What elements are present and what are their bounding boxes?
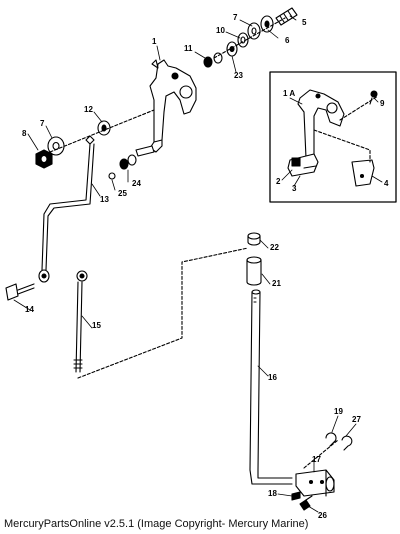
- rod-15: [73, 270, 88, 373]
- inset-frame: [269, 71, 397, 203]
- coupler-17: [295, 469, 335, 497]
- callout-1a: 1 A: [283, 89, 296, 98]
- assembly-axis-left: [49, 109, 155, 153]
- plate-4-inset: [351, 159, 375, 187]
- bolt-18: [291, 491, 301, 501]
- washer-6: [260, 15, 274, 33]
- washer-23: [226, 41, 238, 57]
- callout-7-left: 7: [40, 119, 45, 128]
- clip-27: [341, 435, 353, 451]
- callout-4: 4: [384, 179, 389, 188]
- callout-3: 3: [292, 184, 297, 193]
- callout-15: 15: [92, 321, 101, 330]
- callout-6: 6: [285, 36, 290, 45]
- callout-26: 26: [318, 511, 327, 520]
- callout-17: 17: [312, 455, 321, 464]
- lever-1: [149, 59, 197, 153]
- callout-25: 25: [118, 189, 127, 198]
- callout-8: 8: [22, 129, 27, 138]
- clip-19: [325, 432, 337, 447]
- callout-1: 1: [152, 37, 157, 46]
- callout-18: 18: [268, 489, 277, 498]
- callout-27: 27: [352, 415, 361, 424]
- assembly-axis-center: [77, 247, 249, 379]
- callout-11: 11: [184, 44, 193, 53]
- inset-axis-9: [339, 95, 379, 121]
- stud-5: [275, 7, 298, 26]
- screw-9-inset: [369, 90, 378, 105]
- inset-axis-4: [313, 129, 371, 163]
- nut-11: [203, 52, 223, 68]
- bracket-2-3-inset: [287, 153, 319, 177]
- assembly-axis-clips: [303, 439, 339, 469]
- callout-24: 24: [132, 179, 141, 188]
- callout-2: 2: [276, 177, 281, 186]
- bolt-14: [5, 283, 35, 301]
- callout-16: 16: [268, 373, 277, 382]
- callout-5: 5: [302, 18, 307, 27]
- callout-10: 10: [216, 26, 225, 35]
- callout-9: 9: [380, 99, 385, 108]
- bolt-26: [299, 495, 313, 511]
- callout-12: 12: [84, 105, 93, 114]
- sleeve-21: [246, 256, 262, 286]
- assembly-axis-top: [213, 17, 286, 59]
- leader-lines: [13, 15, 383, 513]
- callout-22: 22: [270, 243, 279, 252]
- callout-21: 21: [272, 279, 281, 288]
- washer-7-top: [247, 22, 261, 40]
- lever-1a-inset: [297, 89, 345, 159]
- callout-19: 19: [334, 407, 343, 416]
- link-rod-13: [38, 135, 95, 283]
- image-caption: MercuryPartsOnline v2.5.1 (Image Copyrig…: [4, 518, 309, 530]
- callout-14: 14: [25, 305, 34, 314]
- callout-13: 13: [100, 195, 109, 204]
- shift-rod-16: [249, 289, 293, 485]
- pin-24-assembly: [108, 145, 155, 180]
- callout-7-top: 7: [233, 13, 238, 22]
- bushing-22: [247, 232, 261, 246]
- callout-23: 23: [234, 71, 243, 80]
- nut-8: [35, 149, 53, 169]
